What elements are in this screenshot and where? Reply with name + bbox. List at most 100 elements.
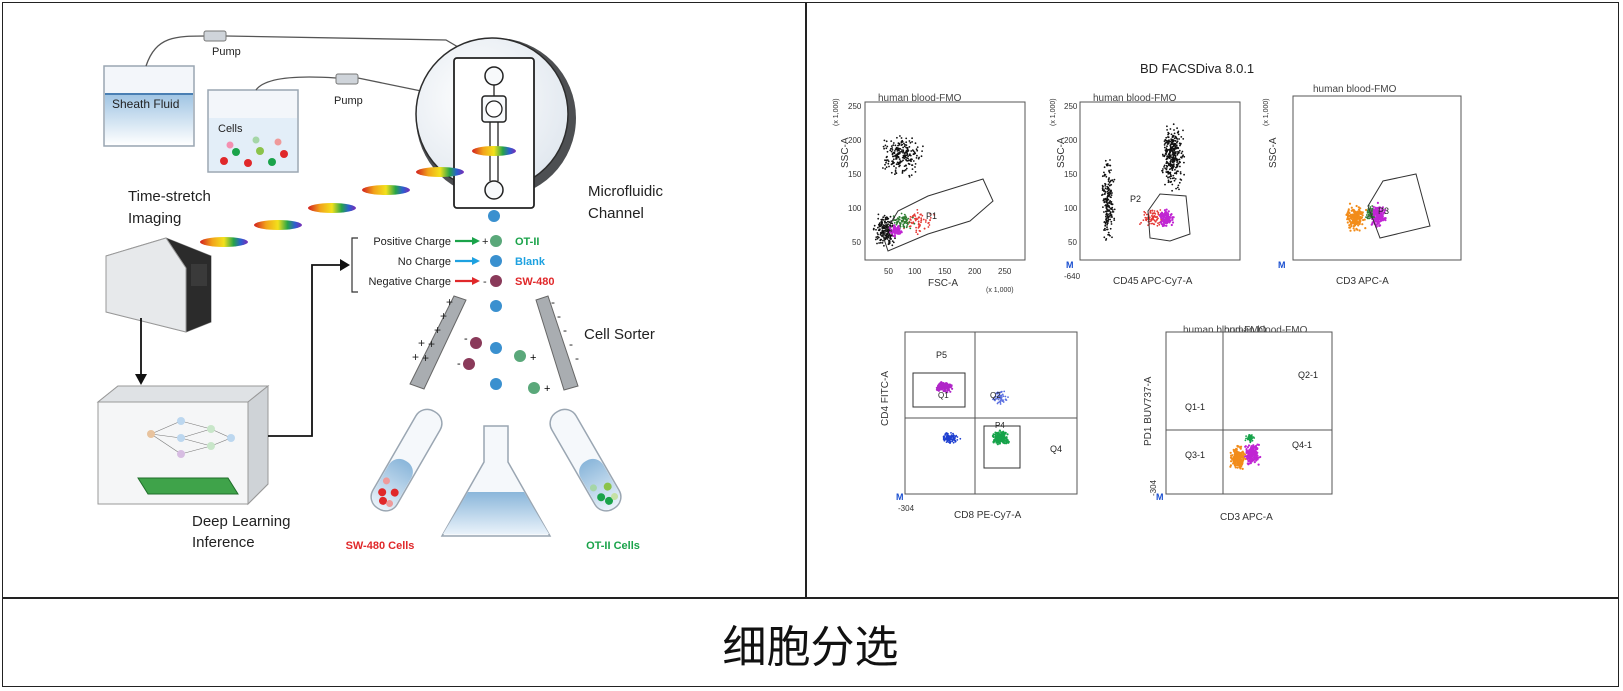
scatter-point [1107,164,1109,167]
scatter-point [1166,219,1170,222]
scatter-point [1351,209,1354,212]
scatter-point [1000,397,1002,400]
scatter-point [917,157,920,160]
scatter-point [889,236,892,239]
scatter-point [1170,213,1173,216]
scatter-point [1108,209,1111,212]
scatter-point [1108,171,1111,174]
scatter-point [899,160,902,162]
scatter-point [911,222,913,225]
plot-2-y-label: SSC-A [1056,137,1067,168]
scatter-point [887,217,890,220]
scatter-point [1176,141,1178,144]
plot-2-x-label: CD45 APC-Cy7-A [1113,276,1193,287]
scatter-point [1170,141,1173,144]
scatter-point [895,230,898,233]
scatter-point [1103,193,1106,196]
scatter-point [1157,222,1159,225]
scatter-point [952,441,955,444]
scatter-point [940,381,943,384]
svg-text:250: 250 [1064,102,1078,111]
scatter-point [891,232,894,235]
scatter-point [1142,219,1145,222]
scatter-point [993,439,996,442]
scatter-point [1179,178,1182,181]
scatter-point [907,217,910,220]
scatter-point [1169,144,1172,147]
scatter-point [924,221,927,223]
cells-label: Cells [218,123,243,135]
scatter-point [1239,459,1242,462]
scatter-point [1348,224,1351,227]
scatter-point [916,209,919,211]
scatter-point [1161,171,1164,174]
scatter-point [1248,434,1250,436]
scatter-point [1163,140,1166,143]
plot-5-y-label: PD1 BUV737-A [1143,376,1154,446]
scatter-point [929,217,932,219]
scatter-point [1001,393,1004,396]
scatter-point [1172,216,1175,219]
svg-text:-: - [563,323,567,337]
scatter-point [1104,187,1107,190]
scatter-point [905,167,908,170]
scatter-point [945,387,948,390]
scatter-point [891,244,894,247]
svg-text:-: - [464,333,468,345]
scatter-point [1154,220,1157,223]
svg-text:Q1: Q1 [938,391,949,400]
scatter-point [1178,149,1181,152]
scatter-point [1004,431,1007,434]
scatter-point [1170,148,1173,150]
scatter-point [885,140,888,143]
scatter-point [1104,224,1107,227]
scatter-point [1003,433,1006,436]
scatter-point [948,383,951,386]
scatter-point [925,219,927,222]
scatter-point [1358,229,1361,232]
scatter-point [1101,175,1104,178]
scatter-point [1256,447,1259,450]
scatter-point [884,227,886,230]
scatter-point [905,154,908,157]
scatter-point [1003,390,1006,393]
scatter-point [1110,216,1112,218]
scatter-point [951,440,954,443]
scatter-point [898,161,900,164]
scatter-point [910,174,913,177]
svg-text:+: + [530,352,536,364]
scatter-point [938,382,942,385]
scatter-point [920,155,923,158]
scatter-point [892,158,895,161]
scatter-point [1348,211,1351,215]
scatter-point [1165,175,1168,178]
scatter-point [914,152,917,155]
scatter-point [1359,215,1362,219]
scatter-point [1176,153,1179,156]
scatter-point [1253,437,1256,439]
svg-text:Q2: Q2 [990,391,1001,400]
scatter-point [895,163,898,166]
plot-5-x-label: CD3 APC-A [1220,512,1273,523]
scatter-point [1175,151,1177,153]
scatter-point [1170,167,1172,170]
scatter-point [1000,390,1003,393]
scatter-point [1358,211,1361,214]
scatter-point [1165,160,1168,163]
scatter-point [992,397,995,400]
scatter-point [1103,211,1105,213]
scatter-point [1107,187,1109,190]
scatter-point [1236,445,1240,448]
scatter-point [927,226,930,228]
scatter-point [882,167,884,169]
scatter-point [1106,228,1109,231]
scatter-point [1163,164,1166,167]
scatter-point [1149,210,1152,213]
scatter-point [1356,210,1359,213]
scatter-point [916,149,919,152]
scatter-point [894,173,896,176]
scatter-point [1240,465,1243,468]
scatter-point [902,146,904,149]
scatter-point [1177,162,1180,165]
scatter-point [885,166,888,169]
